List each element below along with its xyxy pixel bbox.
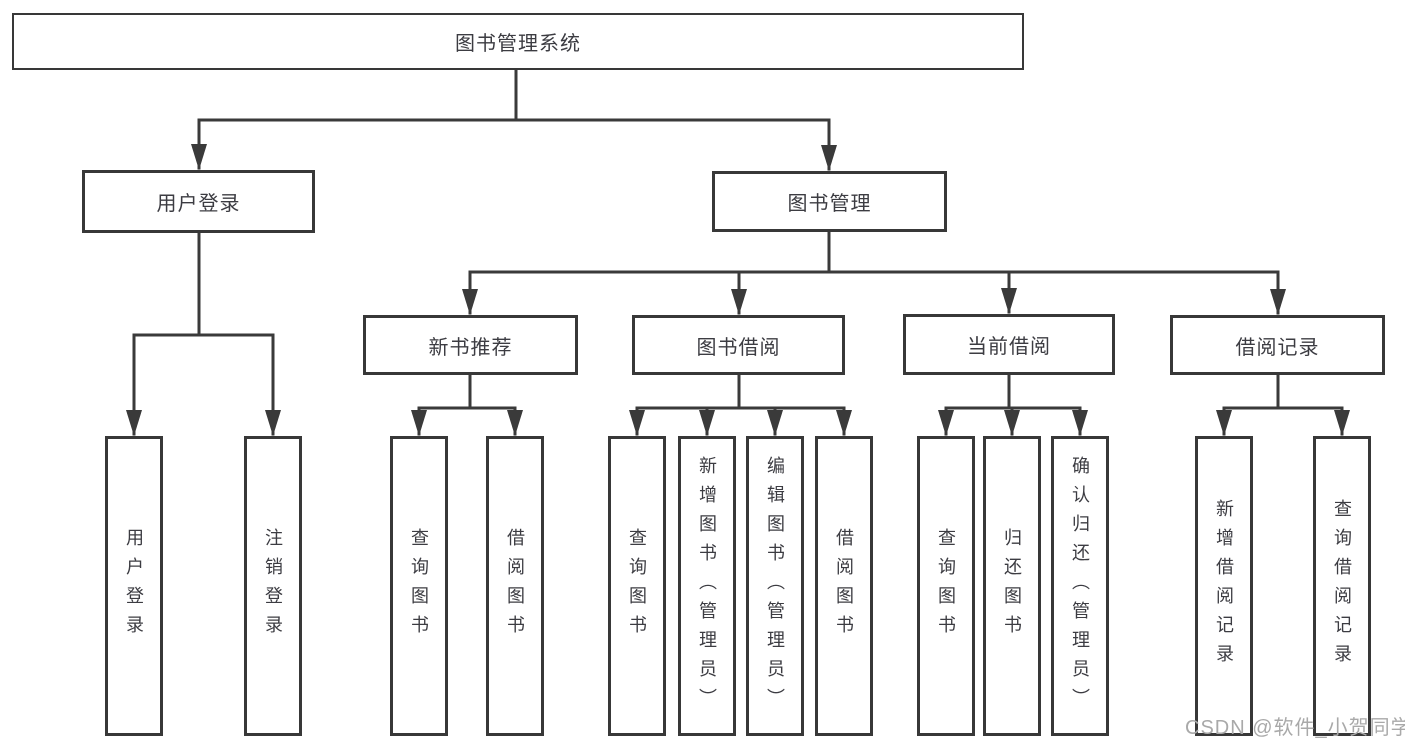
leaf-edit-books-admin: 编辑图书（管理员） [746,436,804,736]
node-system-root: 图书管理系统 [12,13,1024,70]
leaf-query-books-borrow: 查询图书 [608,436,666,736]
leaf-return-books: 归还图书 [983,436,1041,736]
leaf-add-borrow-record: 新增借阅记录 [1195,436,1253,736]
node-label: 借阅图书 [834,528,854,644]
node-new-book-recommend: 新书推荐 [363,315,578,375]
node-book-borrow: 图书借阅 [632,315,845,375]
node-label: 新增借阅记录 [1214,499,1234,673]
node-label: 图书管理系统 [455,33,581,55]
node-borrow-records: 借阅记录 [1170,315,1385,375]
leaf-logout: 注销登录 [244,436,302,736]
leaf-confirm-return-admin: 确认归还（管理员） [1051,436,1109,736]
node-label: 查询图书 [936,528,956,644]
node-label: 用户登录 [124,528,144,644]
node-label: 确认归还（管理员） [1070,455,1090,717]
node-label: 当前借阅 [967,336,1051,358]
node-label: 编辑图书（管理员） [765,455,785,717]
leaf-borrow-books-recommend: 借阅图书 [486,436,544,736]
node-label: 查询借阅记录 [1332,499,1352,673]
node-label: 图书借阅 [696,336,781,359]
leaf-query-borrow-record: 查询借阅记录 [1313,436,1371,736]
node-label: 借阅图书 [505,528,525,644]
node-label: 新书推荐 [428,336,513,359]
csdn-watermark: CSDN @软件_小贺同学 [1185,717,1405,739]
node-label: 用户登录 [156,193,241,215]
node-user-login: 用户登录 [82,170,315,233]
node-label: 归还图书 [1002,528,1022,644]
node-label: 注销登录 [263,528,283,644]
node-current-borrow: 当前借阅 [903,314,1115,375]
leaf-add-books-admin: 新增图书（管理员） [678,436,736,736]
node-label: 新增图书（管理员） [697,455,717,717]
node-label: 借阅记录 [1235,336,1320,359]
leaf-query-books-recommend: 查询图书 [390,436,448,736]
leaf-query-books-current: 查询图书 [917,436,975,736]
leaf-borrow-books: 借阅图书 [815,436,873,736]
node-label: 图书管理 [787,193,872,215]
node-label: 查询图书 [409,528,429,644]
node-book-management: 图书管理 [712,171,947,232]
leaf-user-login: 用户登录 [105,436,163,736]
node-label: 查询图书 [627,528,647,644]
